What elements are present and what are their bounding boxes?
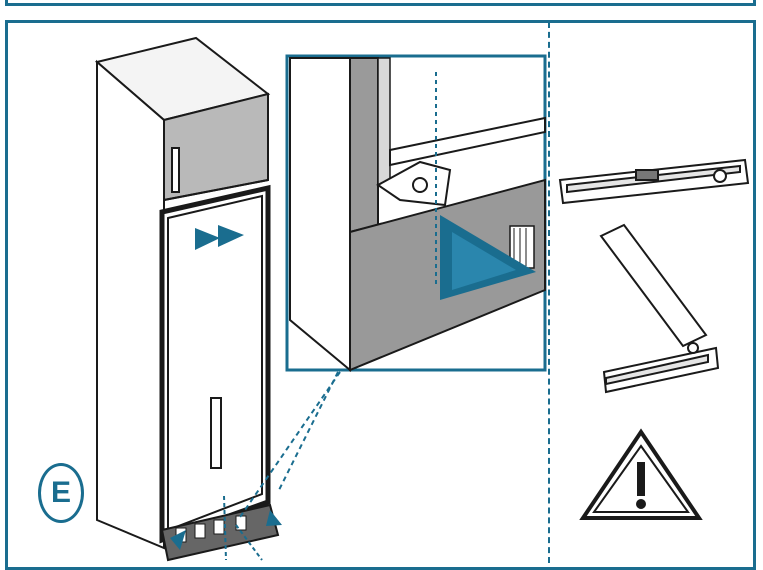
hinge-bracket xyxy=(599,223,720,394)
step-badge: E xyxy=(38,463,84,523)
callout-lines xyxy=(237,371,341,521)
fridge-base xyxy=(160,495,282,562)
panel-divider xyxy=(548,22,550,563)
warning-triangle-icon xyxy=(579,428,703,520)
step-badge-label: E xyxy=(50,476,71,509)
hinge-part xyxy=(558,158,750,205)
arrow-pair xyxy=(195,225,244,250)
hinge-closeup xyxy=(285,54,547,373)
top-frame xyxy=(5,0,756,6)
fridge-illustration xyxy=(94,36,271,550)
